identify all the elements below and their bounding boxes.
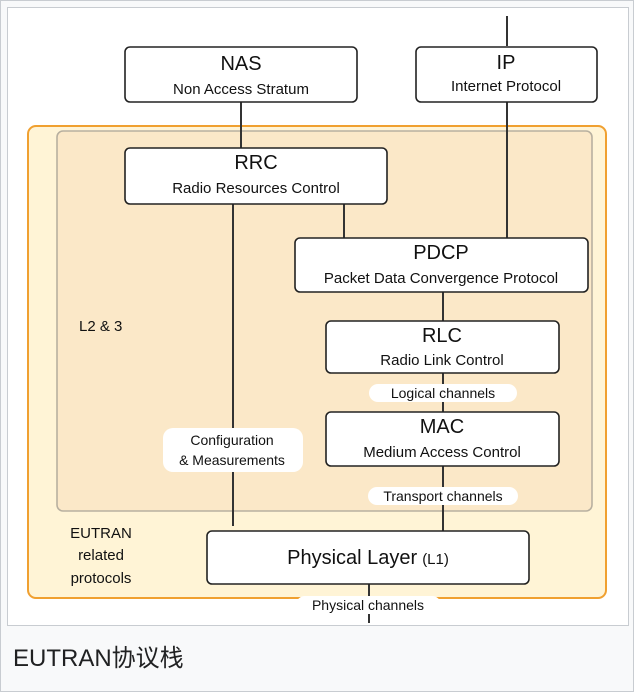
l23-label: L2 & 3 (79, 318, 122, 335)
eutran-label-line-1: EUTRAN (70, 525, 132, 542)
config-line-1: Configuration (190, 432, 273, 448)
config-measurements-label: Configuration & Measurements (163, 428, 303, 472)
rrc-title: RRC (234, 152, 277, 174)
physical-layer-suffix: (L1) (422, 551, 449, 568)
figure-caption: EUTRAN协议栈 (13, 645, 184, 672)
rlc-subtitle: Radio Link Control (380, 352, 503, 369)
physical-channels-label: Physical channels (296, 596, 441, 614)
nas-subtitle: Non Access Stratum (173, 81, 309, 98)
eutran-label-line-3: protocols (71, 570, 132, 587)
pdcp-subtitle: Packet Data Convergence Protocol (324, 270, 558, 287)
physical-layer-title: Physical Layer (L1) (287, 547, 449, 569)
nas-title: NAS (220, 53, 261, 75)
eutran-label-line-2: related (78, 547, 124, 564)
eutran-protocol-stack-diagram: NAS Non Access Stratum IP Internet Proto… (27, 16, 607, 623)
physical-layer-name: Physical Layer (287, 547, 417, 569)
mac-subtitle: Medium Access Control (363, 444, 521, 461)
rrc-box: RRC Radio Resources Control (124, 147, 388, 205)
transport-channels-text: Transport channels (383, 488, 502, 504)
ip-title: IP (497, 52, 516, 74)
rlc-title: RLC (422, 325, 462, 347)
config-line-2: & Measurements (179, 452, 285, 468)
mac-box: MAC Medium Access Control (325, 411, 560, 467)
diagram-image-area: NAS Non Access Stratum IP Internet Proto… (7, 7, 629, 626)
rlc-box: RLC Radio Link Control (325, 320, 560, 374)
physical-channels-text: Physical channels (312, 597, 424, 613)
ip-subtitle: Internet Protocol (451, 78, 561, 95)
nas-box: NAS Non Access Stratum (124, 46, 358, 103)
transport-channels-label: Transport channels (368, 487, 518, 505)
ip-box: IP Internet Protocol (415, 46, 598, 103)
logical-channels-label: Logical channels (369, 384, 517, 402)
logical-channels-text: Logical channels (391, 385, 495, 401)
mac-title: MAC (420, 416, 464, 438)
pdcp-title: PDCP (413, 242, 469, 264)
physical-layer-box: Physical Layer (L1) (206, 530, 530, 585)
rrc-subtitle: Radio Resources Control (172, 180, 340, 197)
pdcp-box: PDCP Packet Data Convergence Protocol (294, 237, 589, 293)
